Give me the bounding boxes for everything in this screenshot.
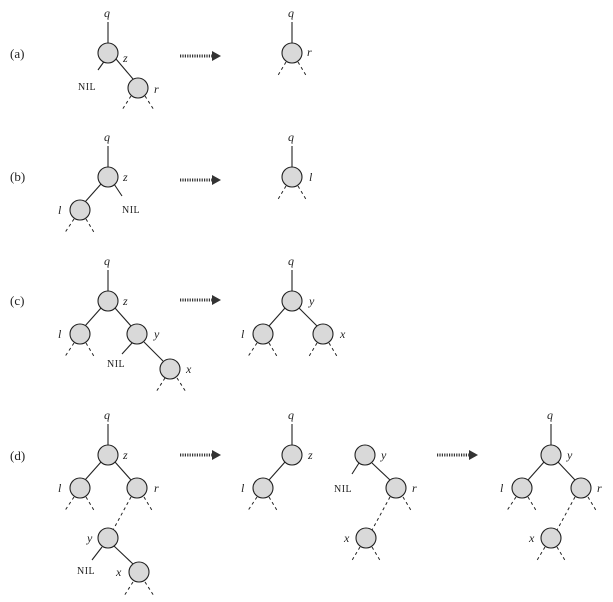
label-nil: NIL — [122, 205, 140, 216]
node-l — [252, 477, 274, 499]
node-z — [97, 42, 119, 64]
label-q: q — [288, 254, 294, 268]
node-l — [281, 166, 303, 188]
label-l: l — [309, 170, 313, 184]
transform-arrow — [180, 175, 221, 185]
case-a: (a) q z r NIL q r — [10, 6, 312, 111]
node-z — [281, 444, 303, 466]
label-z: z — [122, 51, 128, 65]
label-y: y — [566, 448, 573, 462]
case-b: (b) q z l NIL q l — [10, 130, 313, 235]
case-d: (d) q z l r y x NIL — [10, 408, 602, 597]
node-r — [570, 477, 592, 499]
label-z: z — [122, 294, 128, 308]
node-y — [354, 444, 376, 466]
label-r: r — [307, 45, 312, 59]
node-r — [281, 42, 303, 64]
label-x: x — [339, 327, 346, 341]
transform-arrow — [180, 51, 221, 61]
label-l: l — [58, 327, 62, 341]
label-x: x — [115, 565, 122, 579]
label-q: q — [104, 408, 110, 422]
label-l: l — [241, 327, 245, 341]
label-nil: NIL — [107, 359, 125, 370]
node-y — [281, 290, 303, 312]
label-z: z — [122, 448, 128, 462]
label-z: z — [122, 170, 128, 184]
label-nil: NIL — [78, 82, 96, 93]
node-y — [126, 323, 148, 345]
label-r: r — [154, 481, 159, 495]
label-x: x — [185, 362, 192, 376]
label-z: z — [307, 448, 313, 462]
node-l — [69, 199, 91, 221]
node-z — [97, 166, 119, 188]
label-y: y — [308, 294, 315, 308]
label-l: l — [241, 481, 245, 495]
node-x — [540, 527, 562, 549]
node-r — [126, 477, 148, 499]
label-r: r — [154, 82, 159, 96]
node-x — [159, 358, 181, 380]
label-x: x — [343, 531, 350, 545]
label-x: x — [528, 531, 535, 545]
label-q: q — [547, 408, 553, 422]
node-x — [355, 527, 377, 549]
transform-arrow — [180, 450, 221, 460]
label-y: y — [380, 448, 387, 462]
label-l: l — [58, 481, 62, 495]
node-y — [540, 444, 562, 466]
label-nil: NIL — [334, 484, 352, 495]
node-z — [97, 444, 119, 466]
node-l — [69, 477, 91, 499]
case-a-label: (a) — [10, 46, 24, 61]
node-y — [97, 527, 119, 549]
label-r: r — [412, 481, 417, 495]
node-r — [385, 477, 407, 499]
node-z — [97, 290, 119, 312]
label-r: r — [597, 481, 602, 495]
label-y: y — [153, 327, 160, 341]
node-l — [511, 477, 533, 499]
case-c-label: (c) — [10, 293, 24, 308]
transform-arrow — [180, 295, 221, 305]
label-l: l — [58, 203, 62, 217]
label-nil: NIL — [77, 566, 95, 577]
label-q: q — [288, 6, 294, 20]
label-y: y — [86, 531, 93, 545]
node-l — [69, 323, 91, 345]
case-c: (c) q z l y x NIL — [10, 254, 346, 393]
node-x — [312, 323, 334, 345]
label-q: q — [104, 130, 110, 144]
label-l: l — [500, 481, 504, 495]
label-q: q — [104, 6, 110, 20]
node-r — [127, 77, 149, 99]
label-q: q — [104, 254, 110, 268]
case-b-label: (b) — [10, 169, 25, 184]
label-q: q — [288, 408, 294, 422]
node-x — [128, 561, 150, 583]
label-q: q — [288, 130, 294, 144]
node-l — [252, 323, 274, 345]
case-d-label: (d) — [10, 448, 25, 463]
transform-arrow — [437, 450, 478, 460]
